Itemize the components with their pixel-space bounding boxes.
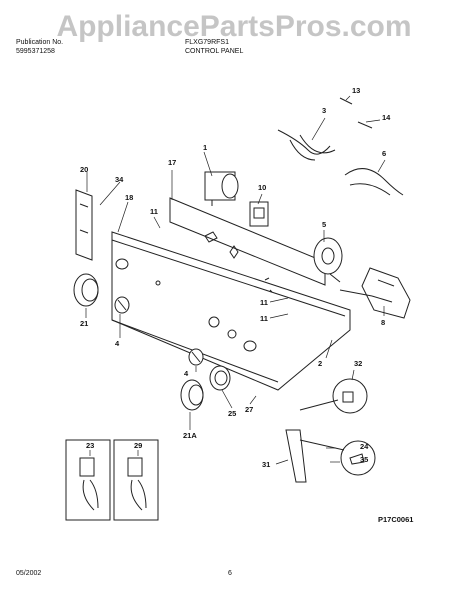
knob-21 xyxy=(73,273,99,307)
callout: 6 xyxy=(382,149,386,158)
selector-switch-part xyxy=(313,237,343,283)
callout: 20 xyxy=(80,165,88,174)
callout: 11 xyxy=(150,207,158,216)
callout: 11 xyxy=(260,298,268,307)
callout: 31 xyxy=(262,460,270,469)
harness-6 xyxy=(344,168,404,196)
watermark: AppliancePartsPros.com xyxy=(56,10,412,43)
end-cap-part xyxy=(75,189,93,261)
module-part xyxy=(339,267,411,319)
knob-4-upper xyxy=(114,296,130,314)
control-panel-part xyxy=(111,231,351,391)
callout: 8 xyxy=(381,318,385,327)
callout: 32 xyxy=(354,359,362,368)
callout: 2 xyxy=(318,359,322,368)
inset-29 xyxy=(113,439,159,521)
callout: 21A xyxy=(183,431,197,440)
publication-number: 5995371258 xyxy=(16,48,55,55)
callout: 34 xyxy=(115,175,124,184)
callout: 27 xyxy=(245,405,253,414)
callout: 5 xyxy=(322,220,326,229)
model-number: FLXG79RFS1 xyxy=(185,39,229,46)
callout: 13 xyxy=(352,86,360,95)
knob-4-lower xyxy=(188,348,204,366)
callout: 25 xyxy=(228,409,236,418)
bracket-31 xyxy=(285,429,307,483)
callout: 4 xyxy=(184,369,189,378)
detail-35 xyxy=(340,440,376,476)
callout: 24 xyxy=(360,442,369,451)
callout: 14 xyxy=(382,113,391,122)
callout: 21 xyxy=(80,319,88,328)
publication-label: Publication No. xyxy=(16,39,64,46)
callout: 3 xyxy=(322,106,326,115)
timer-part xyxy=(204,171,239,206)
callout: 11 xyxy=(260,314,268,323)
knob-21A xyxy=(180,379,204,411)
callout: 29 xyxy=(134,441,142,450)
footer-page: 6 xyxy=(228,570,232,577)
harness-3 xyxy=(277,129,336,161)
part-14 xyxy=(357,121,373,129)
callout: 1 xyxy=(203,143,207,152)
dial-25 xyxy=(209,365,231,391)
figure-code: P17C0061 xyxy=(378,515,413,524)
callout: 35 xyxy=(360,455,368,464)
inset-23 xyxy=(65,439,111,521)
section-title: CONTROL PANEL xyxy=(185,48,244,55)
callout: 23 xyxy=(86,441,94,450)
callout: 4 xyxy=(115,339,120,348)
panel-bracket-part xyxy=(169,197,326,286)
switch-part xyxy=(249,201,269,227)
detail-32 xyxy=(332,378,368,414)
callout: 10 xyxy=(258,183,266,192)
callout: 17 xyxy=(168,158,176,167)
part-13 xyxy=(339,97,353,105)
callout: 18 xyxy=(125,193,133,202)
footer-date: 05/2002 xyxy=(16,570,42,577)
